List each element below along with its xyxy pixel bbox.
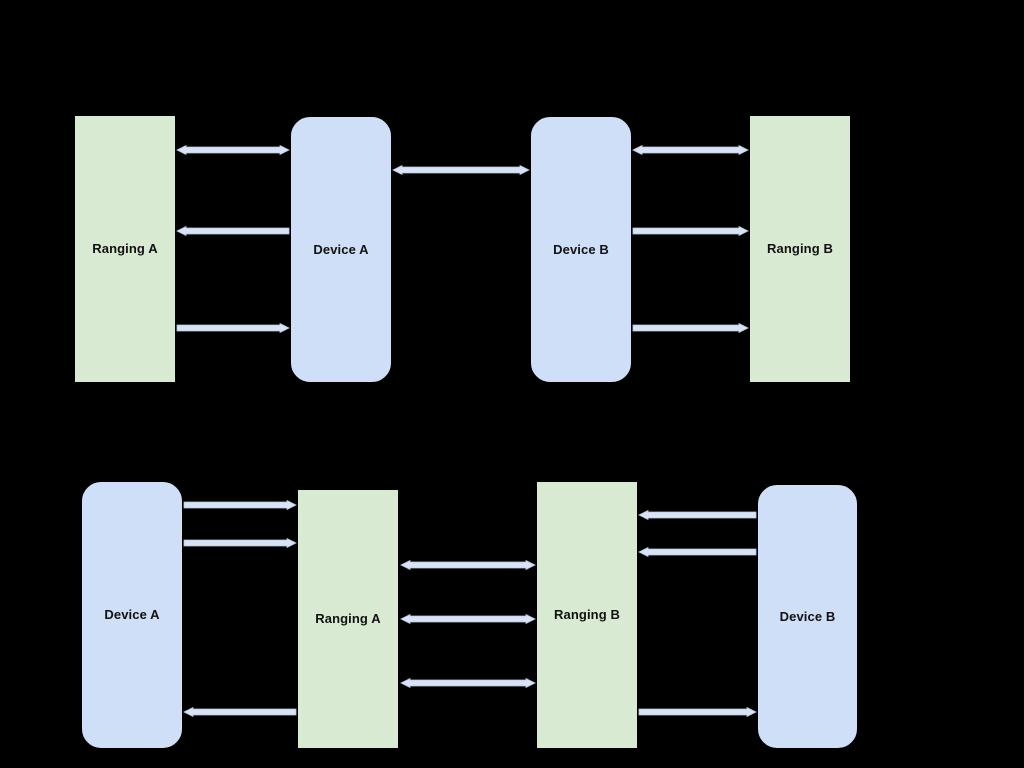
arrow-both-bot-ranging-a-to-bot-ranging-b (391, 555, 545, 575)
node-label: Device A (104, 607, 160, 623)
arrow-left-bot-device-b-to-bot-ranging-b (629, 542, 766, 562)
arrow-right-top-device-b-to-top-ranging-b (623, 221, 758, 241)
node-label: Device B (779, 608, 836, 624)
arrow-both-bot-ranging-a-to-bot-ranging-b (391, 609, 545, 629)
node-bot-ranging-a[interactable]: Ranging A (298, 490, 398, 748)
node-label: Device A (313, 241, 369, 257)
node-bot-device-a[interactable]: Device A (82, 482, 182, 748)
node-label: Ranging B (554, 607, 620, 623)
arrow-both-top-device-a-to-top-device-b (383, 160, 539, 180)
arrow-both-top-ranging-a-to-top-device-a (167, 140, 299, 160)
node-label: Ranging A (92, 241, 158, 257)
arrow-both-bot-ranging-a-to-bot-ranging-b (391, 673, 545, 693)
node-top-device-b[interactable]: Device B (531, 117, 631, 382)
node-top-ranging-a[interactable]: Ranging A (75, 116, 175, 382)
arrow-right-bot-device-a-to-bot-ranging-a (174, 495, 306, 515)
node-label: Ranging A (315, 611, 381, 627)
arrow-left-top-device-a-to-top-ranging-a (167, 221, 299, 241)
arrow-left-bot-ranging-a-to-bot-device-a (174, 702, 306, 722)
node-top-ranging-b[interactable]: Ranging B (750, 116, 850, 382)
node-label: Ranging B (767, 241, 833, 257)
node-bot-device-b[interactable]: Device B (758, 485, 857, 748)
arrow-both-top-device-b-to-top-ranging-b (623, 140, 758, 160)
arrow-left-bot-device-b-to-bot-ranging-b (629, 505, 766, 525)
arrow-right-bot-ranging-b-to-bot-device-b (629, 702, 766, 722)
arrow-right-bot-device-a-to-bot-ranging-a (174, 533, 306, 553)
node-label: Device B (553, 241, 609, 257)
arrow-right-top-device-b-to-top-ranging-b (623, 318, 758, 338)
arrow-right-top-ranging-a-to-top-device-a (167, 318, 299, 338)
node-top-device-a[interactable]: Device A (291, 117, 391, 382)
node-bot-ranging-b[interactable]: Ranging B (537, 482, 637, 748)
